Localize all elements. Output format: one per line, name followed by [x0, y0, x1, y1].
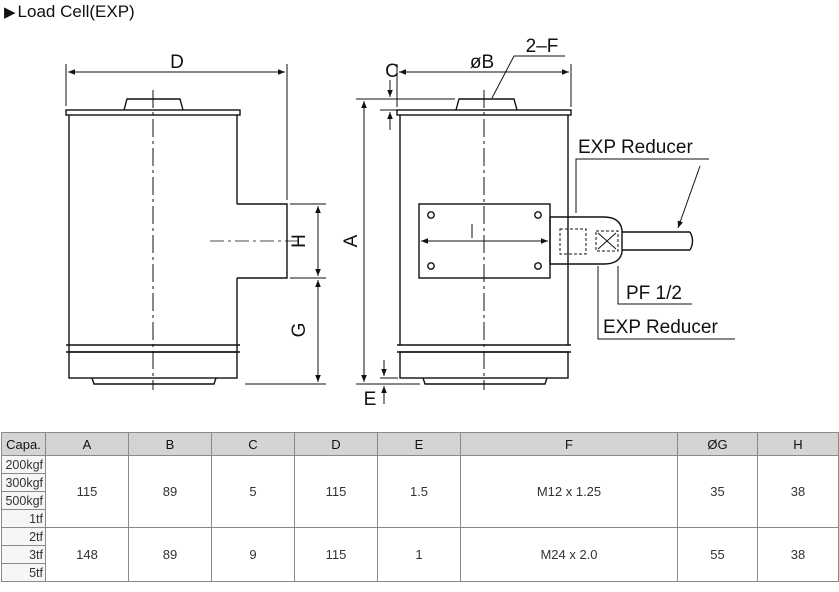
dimension-d [65, 64, 288, 200]
table-row: 200kgf 115 89 5 115 1.5 M12 x 1.25 35 38 [1, 455, 839, 528]
value-cell: 89 [128, 455, 212, 528]
value-cell: 55 [677, 527, 758, 582]
label-f: 2–F [526, 36, 559, 57]
capacity-cell: 300kgf [1, 473, 46, 492]
label-c: C [385, 61, 399, 82]
value-cell: 148 [45, 527, 129, 582]
capacity-cell: 3tf [1, 545, 46, 564]
label-b: øB [470, 52, 494, 73]
dimension-e [380, 360, 398, 404]
left-view [65, 90, 300, 390]
capacity-cell: 500kgf [1, 491, 46, 510]
table-header-row: Capa. A B C D E F ØG H [1, 432, 839, 456]
leader-reducer-bottom [597, 266, 735, 340]
label-e: E [364, 389, 377, 410]
column-header: A [45, 432, 129, 456]
triangle-marker-icon: ▶ [4, 4, 16, 21]
value-cell: 38 [757, 455, 839, 528]
value-cell: 115 [45, 455, 129, 528]
screw-hole [534, 211, 542, 219]
dimension-c [380, 80, 397, 130]
column-header: ØG [677, 432, 758, 456]
right-top-boss [455, 98, 518, 111]
exp-reducer [549, 216, 623, 265]
value-cell: M24 x 2.0 [460, 527, 678, 582]
leader-2f [491, 55, 565, 99]
value-cell: 89 [128, 527, 212, 582]
column-header: F [460, 432, 678, 456]
table-row: 2tf 148 89 9 115 1 M24 x 2.0 55 38 [1, 527, 839, 582]
value-cell: 115 [294, 527, 378, 582]
column-header: Capa. [1, 432, 46, 456]
value-cell: 38 [757, 527, 839, 582]
label-a: A [341, 234, 362, 247]
label-g: G [289, 323, 310, 338]
capacity-cell: 5tf [1, 563, 46, 582]
value-cell: 9 [211, 527, 295, 582]
technical-drawing: D H G [65, 36, 735, 410]
value-cell: 115 [294, 455, 378, 528]
table-row: 500kgf [1, 491, 839, 510]
capacity-cell: 200kgf [1, 455, 46, 474]
value-cell: 35 [677, 455, 758, 528]
title-text: Load Cell(EXP) [17, 2, 135, 21]
column-header: C [211, 432, 295, 456]
dimension-i [421, 224, 548, 244]
label-d: D [170, 52, 184, 73]
leader-reducer-top [575, 158, 709, 229]
page-title: ▶Load Cell(EXP) [4, 2, 135, 22]
column-header: B [128, 432, 212, 456]
dimension-h-g [245, 203, 326, 385]
table-row: 3tf [1, 545, 839, 564]
value-cell: 1.5 [377, 455, 461, 528]
right-view [396, 90, 694, 390]
dimension-b [396, 64, 572, 107]
table-row: 5tf [1, 563, 839, 582]
label-reducer-top: EXP Reducer [578, 137, 693, 158]
screw-hole [534, 262, 542, 270]
screw-hole [427, 262, 435, 270]
leader-pf [617, 266, 692, 305]
column-header: H [757, 432, 839, 456]
value-cell: 5 [211, 455, 295, 528]
screw-hole [427, 211, 435, 219]
label-reducer-bottom: EXP Reducer [603, 317, 718, 338]
column-header: D [294, 432, 378, 456]
capacity-cell: 2tf [1, 527, 46, 546]
spec-table: Capa. A B C D E F ØG H 200kgf 115 89 5 1… [1, 432, 839, 582]
label-h: H [289, 234, 310, 248]
dimension-a [356, 98, 455, 385]
value-cell: M12 x 1.25 [460, 455, 678, 528]
value-cell: 1 [377, 527, 461, 582]
label-pf: PF 1/2 [626, 283, 682, 304]
column-header: E [377, 432, 461, 456]
capacity-cell: 1tf [1, 509, 46, 528]
